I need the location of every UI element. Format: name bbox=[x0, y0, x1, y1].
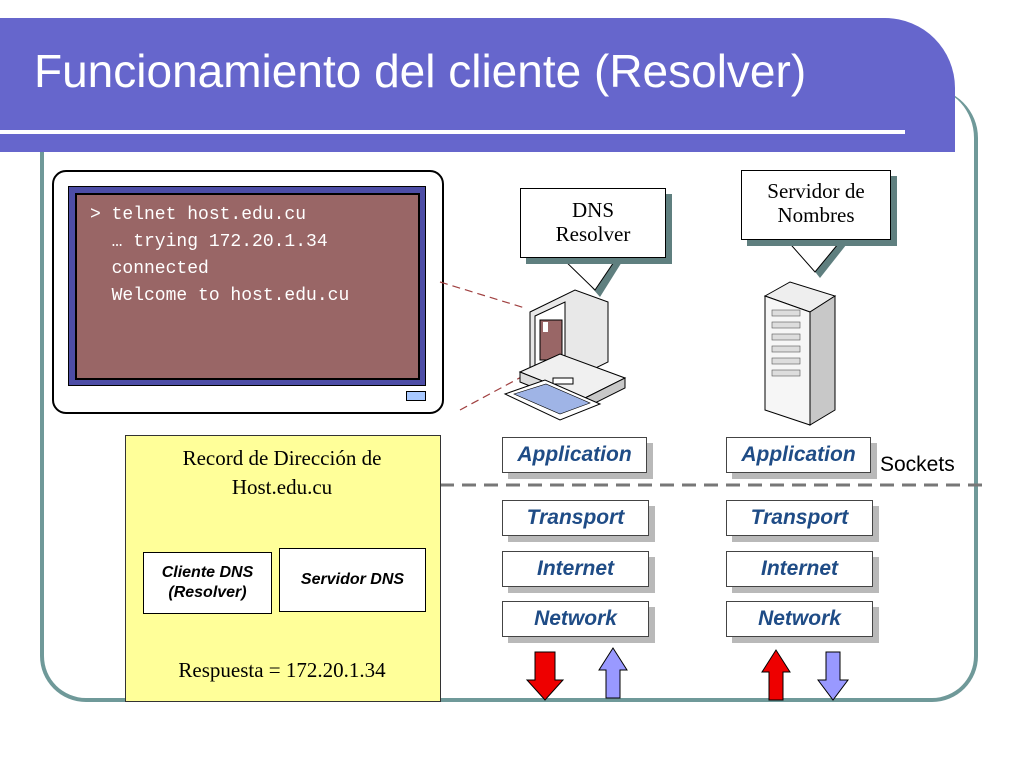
terminal-screen bbox=[75, 193, 420, 380]
down-arrow-red-left bbox=[525, 651, 565, 701]
dns-callout-line2: Resolver bbox=[555, 222, 631, 246]
up-arrow-blue-left bbox=[598, 647, 628, 699]
dns-resolver-callout: DNS Resolver bbox=[520, 188, 666, 258]
title-bar bbox=[0, 18, 955, 152]
server-tower-icon bbox=[763, 281, 837, 426]
up-arrow-red-right bbox=[761, 649, 791, 701]
slide-title: Funcionamiento del cliente (Resolver) bbox=[34, 45, 807, 97]
terminal-line: Welcome to host.edu.cu bbox=[90, 286, 350, 306]
down-arrow-blue-right bbox=[817, 651, 849, 701]
left-internet-layer: Internet bbox=[502, 551, 649, 587]
left-transport-layer: Transport bbox=[502, 500, 649, 536]
srv-callout-line1: Servidor de bbox=[767, 179, 865, 203]
title-underline bbox=[0, 130, 905, 134]
sockets-label: Sockets bbox=[880, 453, 955, 476]
slide-frame bbox=[40, 88, 978, 702]
cliente-dns-line1: Cliente DNS bbox=[161, 564, 254, 581]
record-title-line2: Host.edu.cu bbox=[231, 475, 333, 499]
terminal-line: > telnet host.edu.cu bbox=[90, 205, 307, 225]
desktop-computer-icon bbox=[503, 289, 627, 421]
record-title-line1: Record de Dirección de bbox=[182, 446, 382, 470]
left-network-layer: Network bbox=[502, 601, 649, 637]
terminal-line: … trying 172.20.1.34 bbox=[90, 232, 328, 252]
srv-callout-line2: Nombres bbox=[777, 203, 855, 227]
cliente-dns-box: Cliente DNS (Resolver) bbox=[143, 552, 272, 614]
right-application-layer: Application bbox=[726, 437, 871, 473]
dns-callout-line1: DNS bbox=[571, 198, 614, 222]
cliente-dns-line2: (Resolver) bbox=[168, 584, 247, 601]
servidor-dns-box: Servidor DNS bbox=[279, 548, 426, 612]
right-internet-layer: Internet bbox=[726, 551, 873, 587]
left-application-layer: Application bbox=[502, 437, 647, 473]
right-network-layer: Network bbox=[726, 601, 873, 637]
zoom-line-top bbox=[439, 281, 526, 309]
terminal-line: connected bbox=[90, 259, 209, 279]
respuesta-text: Respuesta = 172.20.1.34 bbox=[178, 658, 386, 682]
record-title: Record de Dirección de Host.edu.cu bbox=[125, 444, 439, 502]
servidor-nombres-callout: Servidor de Nombres bbox=[741, 170, 891, 240]
right-transport-layer: Transport bbox=[726, 500, 873, 536]
power-button-icon bbox=[406, 391, 426, 401]
